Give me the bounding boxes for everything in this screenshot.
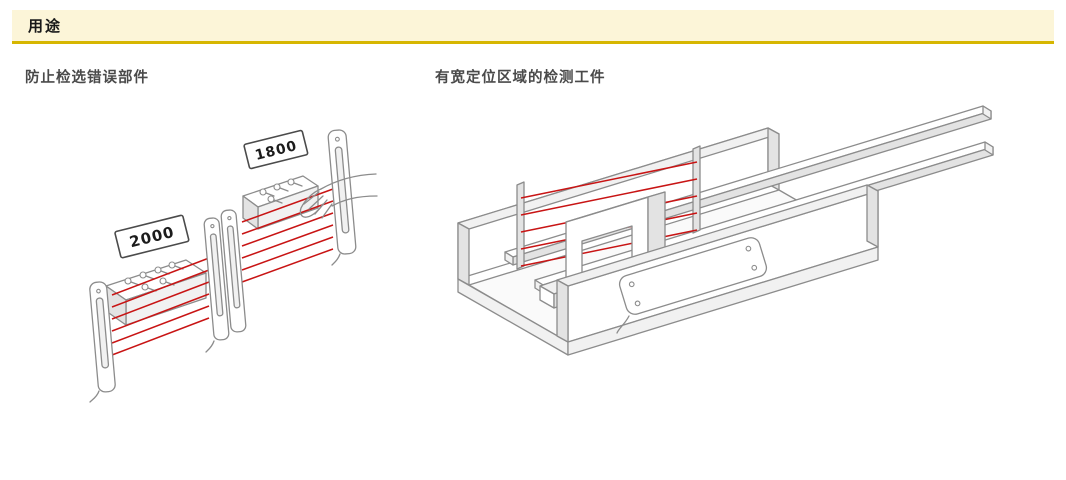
- screws-icon: [259, 178, 303, 204]
- beam-post-right: [692, 145, 701, 234]
- hand-icon: [299, 173, 378, 219]
- light-curtain-sensor-middle-pair: [203, 209, 247, 353]
- section-title: 用途: [28, 17, 63, 35]
- illustrations-canvas: 2000 1800: [89, 105, 994, 403]
- figure-prevent-wrong-picking: 2000 1800: [89, 129, 378, 403]
- red-beams-right: [241, 188, 334, 283]
- label-plate-2000: 2000: [114, 214, 190, 259]
- sensor-cable: [616, 315, 630, 334]
- sensor-cable: [331, 253, 341, 266]
- light-curtain-sensor-right: [327, 129, 357, 266]
- beam-post-left: [516, 181, 525, 270]
- area-sensor-bar: [616, 237, 768, 334]
- figure-caption-left: 防止检选错误部件: [25, 70, 149, 86]
- sensor-cable: [205, 340, 215, 353]
- sensor-cable: [89, 390, 100, 403]
- figure-wide-area-detection: [457, 105, 994, 356]
- red-beams-left: [111, 257, 210, 356]
- section-header: 用途: [12, 10, 1054, 44]
- light-curtain-sensor-far-left: [89, 281, 116, 403]
- parts-tray-upper: [242, 175, 319, 230]
- figure-caption-right: 有宽定位区域的检测工件: [435, 70, 606, 86]
- label-plate-1800: 1800: [243, 129, 309, 170]
